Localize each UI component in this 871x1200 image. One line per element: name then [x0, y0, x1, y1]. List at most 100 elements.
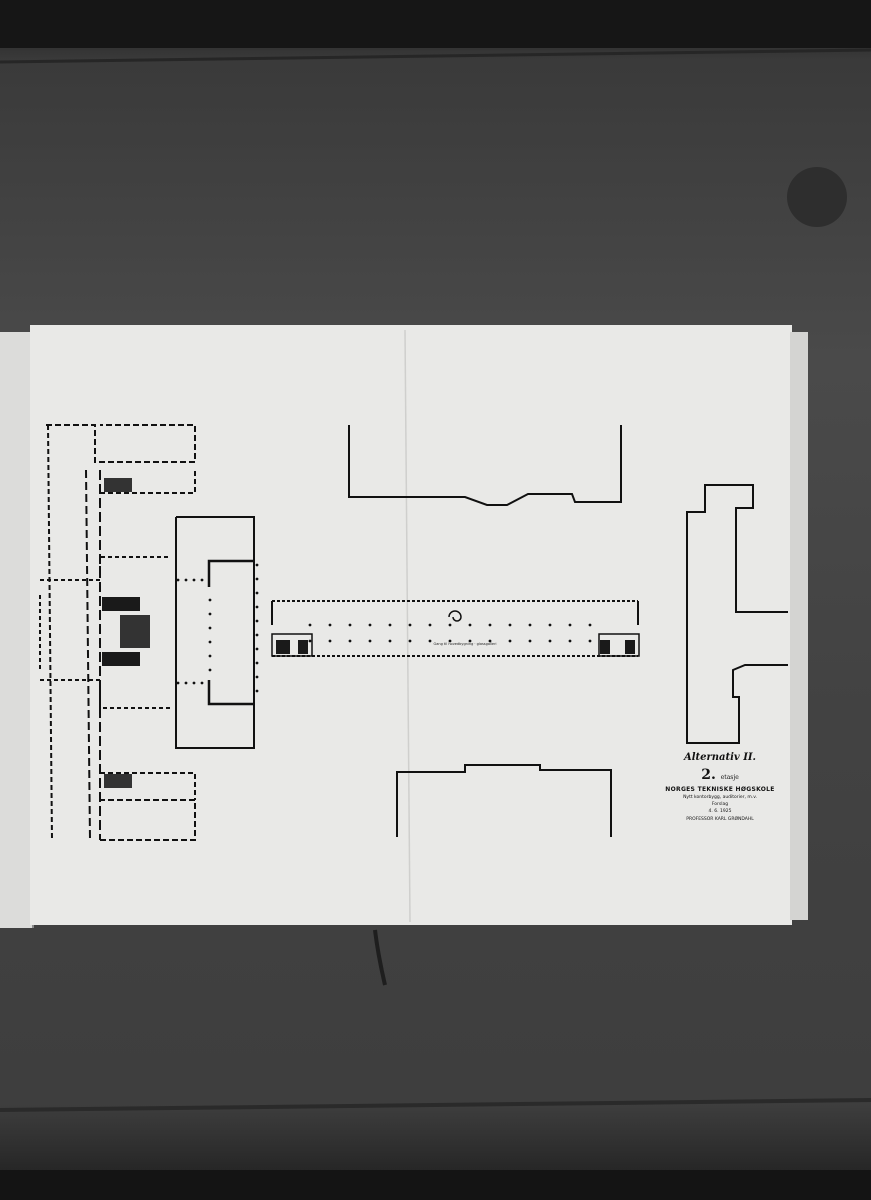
- drawing-subtitle: Nytt kontorbygg, auditorier, m.v.: [683, 795, 757, 800]
- column-dot: [388, 623, 392, 627]
- column-dot: [184, 578, 188, 582]
- column-dot: [308, 623, 312, 627]
- column-dot: [208, 598, 212, 602]
- center-wing-outline: [207, 559, 255, 587]
- center-hall-outline: [175, 516, 255, 749]
- gallery-east-stair: [598, 633, 640, 657]
- column-dot: [176, 681, 180, 685]
- column-dot: [408, 623, 412, 627]
- column-dot: [488, 639, 492, 643]
- west-wing-corridor: [85, 469, 91, 841]
- column-dot: [208, 640, 212, 644]
- stair-block: [600, 640, 610, 654]
- column-dot: [468, 623, 472, 627]
- column-dot: [255, 661, 259, 665]
- column-dot: [255, 563, 259, 567]
- column-dot: [208, 654, 212, 658]
- stair-block: [276, 640, 290, 654]
- column-dot: [255, 619, 259, 623]
- column-dot: [568, 623, 572, 627]
- column-dot: [348, 623, 352, 627]
- column-dot: [428, 623, 432, 627]
- column-dot: [255, 605, 259, 609]
- floor-word: etasje: [720, 774, 739, 781]
- south-building-outline: [396, 764, 612, 837]
- west-wing-mid-top: [40, 556, 170, 581]
- column-dot: [255, 689, 259, 693]
- column-dot: [508, 639, 512, 643]
- west-wing-mid-bottom: [40, 679, 170, 709]
- sheet-right-edge: [790, 332, 808, 920]
- column-dot: [488, 623, 492, 627]
- stair-block: [104, 478, 132, 492]
- column-dot: [208, 612, 212, 616]
- stair-block: [104, 774, 132, 788]
- column-dot: [448, 623, 452, 627]
- column-dot: [192, 681, 196, 685]
- stair-block: [102, 652, 140, 666]
- column-dot: [255, 577, 259, 581]
- west-wing-spine: [47, 424, 53, 841]
- proposal-word: Forslag: [711, 802, 729, 807]
- column-dot: [255, 647, 259, 651]
- stair-block: [102, 597, 140, 611]
- column-dot: [588, 639, 592, 643]
- column-dot: [308, 639, 312, 643]
- book-left-page: [0, 332, 34, 928]
- column-dot: [548, 623, 552, 627]
- table-bottom-edge: [0, 1170, 871, 1200]
- column-dot: [328, 639, 332, 643]
- column-dot: [568, 639, 572, 643]
- table-board-seam-lower: [0, 1098, 871, 1112]
- title-block: Alternativ II. 2. etasje NORGES TEKNISKE…: [655, 752, 785, 822]
- stair-block: [298, 640, 308, 654]
- west-wing-bottom: [100, 799, 196, 841]
- floor-plan: [39, 424, 788, 841]
- floor-number: 2.: [701, 767, 716, 783]
- east-building-outline: [686, 484, 788, 744]
- institution-name: NORGES TEKNISKE HØGSKOLE: [665, 786, 775, 793]
- column-dot: [368, 623, 372, 627]
- column-dot: [200, 681, 204, 685]
- column-dot: [255, 675, 259, 679]
- table-board-seam: [0, 48, 871, 64]
- column-dot: [184, 681, 188, 685]
- column-dot: [408, 639, 412, 643]
- corridor-caption: Gang til hovedbygning · glassgalleri: [433, 642, 497, 646]
- column-dot: [448, 639, 452, 643]
- north-building-outline: [348, 425, 622, 506]
- column-dot: [192, 578, 196, 582]
- column-dot: [255, 633, 259, 637]
- stair-block: [120, 615, 150, 648]
- west-wing-top: [46, 424, 196, 463]
- column-dot: [508, 623, 512, 627]
- column-dot: [208, 668, 212, 672]
- center-wing-outline-lower: [207, 680, 255, 706]
- column-dot: [255, 591, 259, 595]
- column-dot: [528, 623, 532, 627]
- west-wing-rooms-lower: [100, 772, 196, 800]
- stair-blocks: [102, 478, 635, 788]
- column-dot: [176, 578, 180, 582]
- column-dot: [468, 639, 472, 643]
- column-dot: [208, 626, 212, 630]
- column-dot: [428, 639, 432, 643]
- column-dot: [200, 578, 204, 582]
- column-dot: [328, 623, 332, 627]
- column-grid: [176, 563, 592, 693]
- column-dot: [548, 639, 552, 643]
- table-top-edge: [0, 0, 871, 48]
- column-dot: [348, 639, 352, 643]
- floor-label: 2. etasje: [655, 767, 785, 783]
- stair-block: [625, 640, 635, 654]
- architect-name: PROFESSOR KARL GRØNDAHL: [686, 817, 754, 822]
- column-dot: [368, 639, 372, 643]
- spiral-stair: [448, 610, 462, 622]
- gallery-west-stair: [271, 633, 313, 657]
- column-dot: [528, 639, 532, 643]
- column-dot: [588, 623, 592, 627]
- table-stain: [787, 167, 847, 227]
- alternative-label: Alternativ II.: [683, 752, 757, 763]
- drawing-date: 4. 6. 1925: [708, 809, 732, 814]
